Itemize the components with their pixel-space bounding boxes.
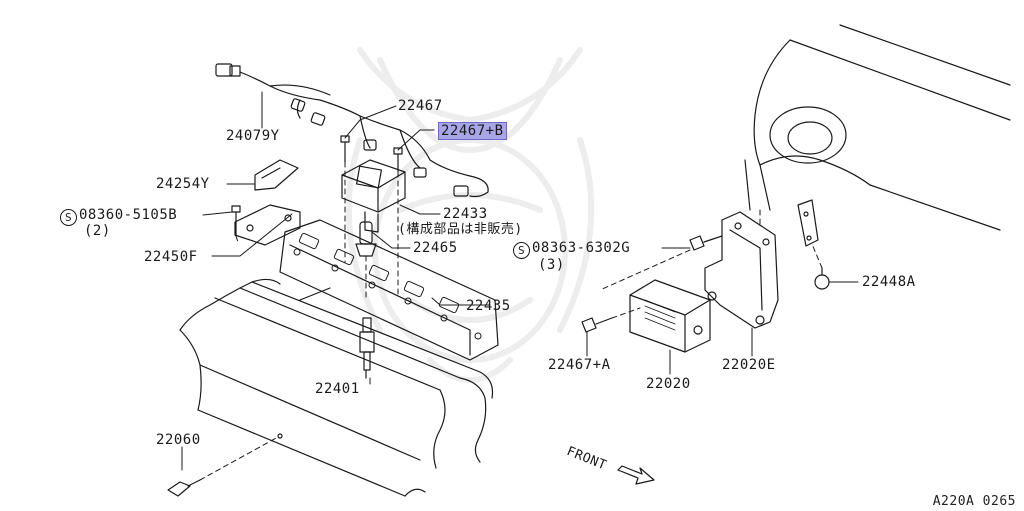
- label-22060: 22060: [156, 432, 201, 448]
- front-arrow-icon: [617, 465, 655, 485]
- ignition-module: [629, 279, 711, 353]
- alignment-lines: [199, 161, 823, 481]
- label-22448A: 22448A: [862, 274, 916, 290]
- s-symbol-icon: S: [60, 209, 77, 226]
- label-22433-note: (構成部品は非販売): [398, 222, 523, 237]
- coil-cover-plate: [279, 219, 499, 361]
- label-08360-qty: (2): [84, 223, 111, 239]
- engine-cover: [744, 24, 1011, 231]
- label-24079Y: 24079Y: [226, 128, 280, 144]
- label-22020E: 22020E: [722, 357, 776, 373]
- reference-code: A220A 0265: [932, 494, 1016, 509]
- label-22401: 22401: [315, 381, 360, 397]
- wire-harness: [215, 63, 489, 198]
- label-22467-a: 22467+A: [548, 357, 611, 373]
- coil-bracket: [234, 204, 301, 246]
- label-22465: 22465: [413, 240, 458, 256]
- label-22467-b-highlighted[interactable]: 22467+B: [438, 122, 507, 140]
- harness-bracket: [254, 159, 299, 191]
- label-08363-qty: (3): [538, 257, 565, 273]
- label-22020: 22020: [646, 376, 691, 392]
- label-08360-text: 08360-5105B: [79, 207, 178, 223]
- spark-plug: [359, 317, 375, 379]
- label-22435: 22435: [466, 298, 511, 314]
- label-22433: 22433: [443, 206, 488, 222]
- plug-22060: [167, 433, 283, 497]
- label-22467: 22467: [398, 98, 443, 114]
- label-08363-text: 08363-6302G: [532, 240, 631, 256]
- s-symbol-icon: S: [513, 242, 530, 259]
- engine-block: [179, 278, 494, 497]
- leader-lines: [181, 91, 859, 471]
- label-24254Y: 24254Y: [156, 176, 210, 192]
- module-bracket: [704, 199, 819, 329]
- label-22450F: 22450F: [144, 249, 198, 265]
- coil-boot: [355, 221, 377, 257]
